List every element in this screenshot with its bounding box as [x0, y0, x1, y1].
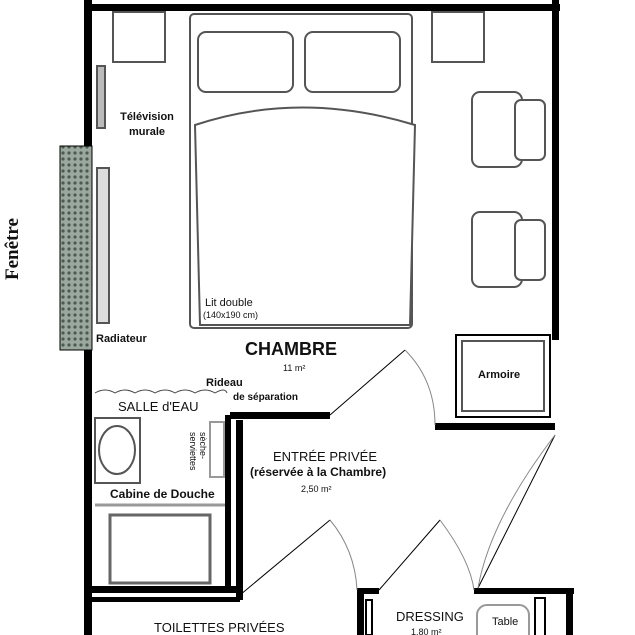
dressing-area: 1,80 m² [411, 627, 442, 635]
nightstand-right [431, 11, 485, 63]
radiator [96, 167, 110, 324]
toilettes-label: TOILETTES PRIVÉES [154, 620, 285, 635]
curtain-label-2: de séparation [233, 392, 299, 403]
curtain [94, 389, 228, 394]
walls [84, 0, 574, 635]
towel-dryer-label: sèche-serviettes [188, 432, 208, 471]
nightstand-left [112, 11, 166, 63]
bed-label: Lit double [205, 297, 253, 309]
armoire-label: Armoire [478, 369, 521, 381]
salle-eau-label: SALLE d'EAU [118, 399, 199, 414]
pillow-right [304, 31, 401, 93]
pillow-left [197, 31, 294, 93]
table-box [476, 604, 530, 635]
window-label: Fenêtre [2, 218, 23, 280]
doors [239, 349, 556, 596]
shower-label: Cabine de Douche [110, 487, 215, 501]
chambre-label: CHAMBRE [245, 339, 337, 359]
entree-area: 2,50 m² [301, 484, 332, 494]
bed-size-label: (140x190 cm) [203, 310, 259, 320]
dressing-label: DRESSING [396, 609, 464, 624]
duvet [193, 106, 417, 326]
furniture [94, 11, 551, 635]
tv-label: Télévision murale [112, 110, 182, 140]
window [59, 145, 93, 351]
curtain-label-1: Rideau [206, 377, 243, 389]
tv [96, 65, 106, 129]
table-label: Table [492, 616, 519, 628]
chambre-area: 11 m² [283, 363, 306, 373]
entree-note: (réservée à la Chambre) [250, 465, 387, 479]
towel-dryer [209, 421, 225, 478]
entree-label: ENTRÉE PRIVÉE [273, 449, 378, 464]
shower-tray [108, 513, 212, 585]
tv-text: Télévision murale [120, 111, 174, 138]
radiator-label: Radiateur [96, 333, 147, 345]
